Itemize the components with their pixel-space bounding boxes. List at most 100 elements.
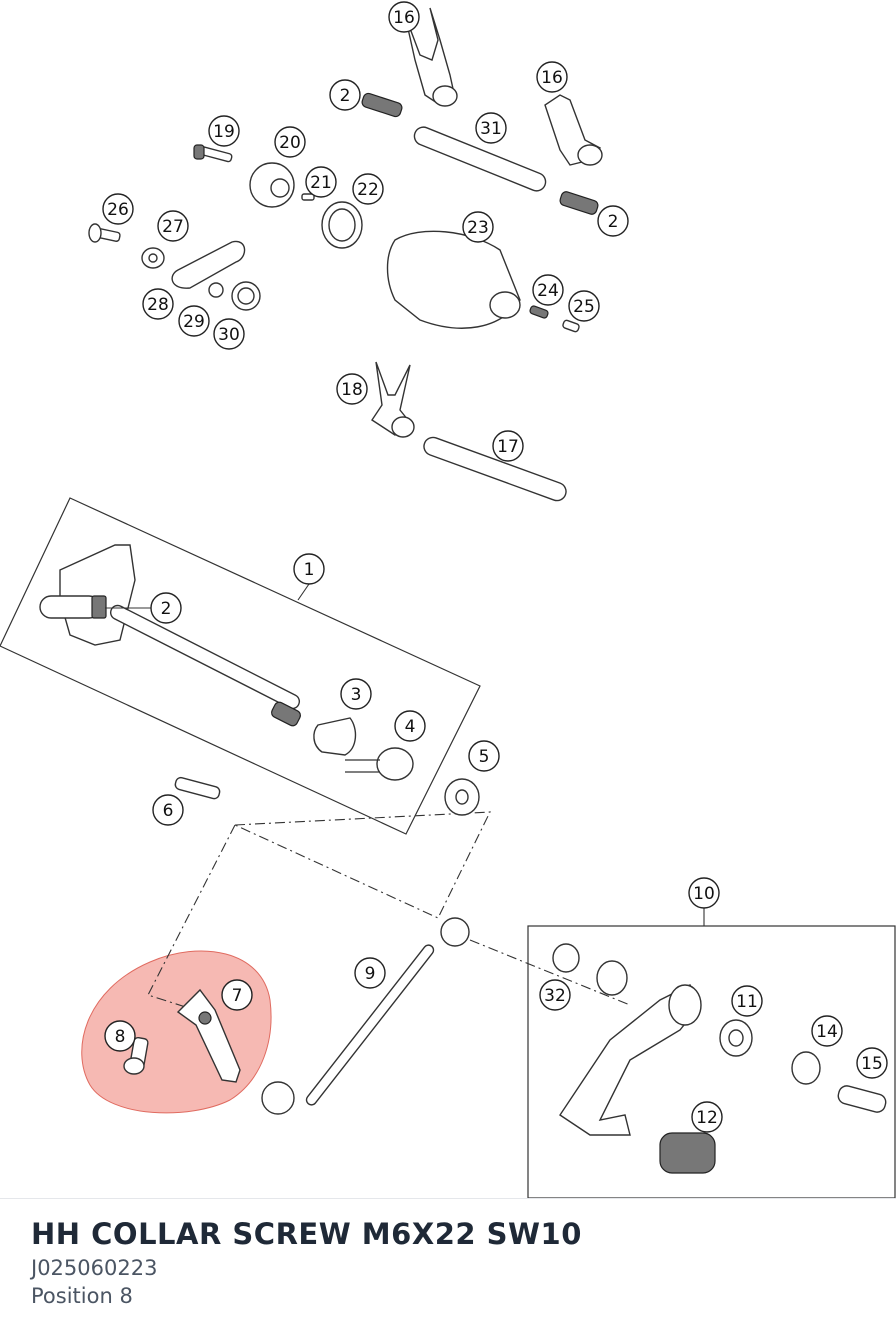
collar-screw-8[interactable] [123,1036,149,1075]
callout-24[interactable]: 24 [532,274,564,306]
callout-16a[interactable]: 16 [388,1,420,33]
svg-text:20: 20 [279,133,301,153]
svg-text:1: 1 [304,560,315,580]
exploded-parts-diagram: 16 2 31 16 19 20 21 22 2 26 27 23 24 25 … [0,1,896,1199]
shift-lever-7[interactable] [176,988,241,1083]
bolt-15[interactable] [836,1084,887,1114]
callout-5[interactable]: 5 [468,740,500,772]
spring-2a[interactable] [361,92,403,118]
callout-16b[interactable]: 16 [536,61,568,93]
washer-5[interactable] [444,778,480,816]
svg-text:2: 2 [340,86,351,106]
washer-27[interactable] [141,247,165,269]
svg-text:29: 29 [183,312,205,332]
callout-30[interactable]: 30 [213,318,245,350]
bushing-32[interactable] [552,943,580,973]
shift-shaft-1[interactable] [39,544,302,727]
callout-18[interactable]: 18 [336,373,368,405]
callout-19[interactable]: 19 [208,115,240,147]
callout-2b[interactable]: 2 [597,205,629,237]
svg-text:27: 27 [162,217,184,237]
callout-31[interactable]: 31 [475,112,507,144]
dash-link-2 [147,824,236,1011]
svg-text:12: 12 [696,1108,718,1128]
part-name: HH COLLAR SCREW M6X22 SW10 [31,1217,582,1251]
svg-text:5: 5 [479,747,490,767]
svg-text:10: 10 [693,884,715,904]
callout-17[interactable]: 17 [492,430,524,462]
leader-1 [297,583,310,601]
shift-shaft-assembly-box [0,497,481,835]
callout-2c[interactable]: 2 [150,592,182,624]
callout-7[interactable]: 7 [221,979,253,1011]
shift-rod-9[interactable] [261,917,470,1115]
callout-21[interactable]: 21 [305,166,337,198]
callout-25[interactable]: 25 [568,290,600,322]
callout-20[interactable]: 20 [274,126,306,158]
divider [0,1198,896,1199]
svg-text:11: 11 [736,992,758,1012]
callout-28[interactable]: 28 [142,288,174,320]
callout-15[interactable]: 15 [856,1047,888,1079]
callout-23[interactable]: 23 [462,211,494,243]
bolt-19[interactable] [193,144,233,163]
callout-12[interactable]: 12 [691,1101,723,1133]
svg-text:21: 21 [310,173,332,193]
spring-2b[interactable] [559,190,599,215]
svg-text:8: 8 [115,1027,126,1047]
callout-6[interactable]: 6 [152,794,184,826]
callout-9[interactable]: 9 [354,957,386,989]
dash-link-1 [234,811,491,919]
svg-text:22: 22 [357,180,379,200]
callout-4[interactable]: 4 [394,710,426,742]
svg-text:4: 4 [405,717,416,737]
shift-fork-16a[interactable] [404,7,458,107]
pin-21[interactable] [301,193,315,201]
svg-text:26: 26 [107,200,129,220]
shaft-31[interactable] [412,124,549,193]
shift-fork-16b[interactable] [544,94,603,166]
callout-8[interactable]: 8 [104,1020,136,1052]
bearing-top[interactable] [596,960,628,996]
guide-3[interactable] [313,717,357,756]
bolt-26[interactable] [88,223,121,243]
washer-14[interactable] [791,1051,821,1085]
callout-14[interactable]: 14 [811,1015,843,1047]
callout-1[interactable]: 1 [293,553,325,585]
callout-26[interactable]: 26 [102,193,134,225]
svg-text:17: 17 [497,437,519,457]
ring-22[interactable] [321,201,363,249]
callout-2a[interactable]: 2 [329,79,361,111]
svg-text:6: 6 [163,801,174,821]
callout-27[interactable]: 27 [157,210,189,242]
washer-29[interactable] [208,282,224,298]
svg-text:3: 3 [351,685,362,705]
bolt-6[interactable] [174,776,221,800]
spring-4[interactable] [345,747,414,781]
callout-3[interactable]: 3 [340,678,372,710]
shaft-17[interactable] [421,435,568,503]
callout-11[interactable]: 11 [731,985,763,1017]
bearing-11[interactable] [719,1019,753,1057]
part-position: Position 8 [31,1284,133,1308]
svg-text:18: 18 [341,380,363,400]
callout-32[interactable]: 32 [539,979,571,1011]
part-info-panel: HH COLLAR SCREW M6X22 SW10 J025060223 Po… [31,1214,582,1310]
svg-text:24: 24 [537,281,559,301]
pin-25[interactable] [562,319,580,333]
callout-29[interactable]: 29 [178,305,210,337]
svg-text:16: 16 [393,8,415,28]
spring-12[interactable] [659,1132,716,1174]
svg-text:9: 9 [365,964,376,984]
callout-10[interactable]: 10 [688,877,720,909]
shift-star-20[interactable] [249,162,295,208]
shift-fork-18[interactable] [371,361,415,438]
lever-28[interactable] [171,240,246,289]
spring-30[interactable] [231,281,261,311]
shift-lever-10[interactable] [559,984,702,1136]
spring-24[interactable] [529,305,549,319]
svg-text:14: 14 [816,1022,838,1042]
svg-text:32: 32 [544,986,566,1006]
callout-22[interactable]: 22 [352,173,384,205]
shift-drum-23[interactable] [386,230,521,329]
